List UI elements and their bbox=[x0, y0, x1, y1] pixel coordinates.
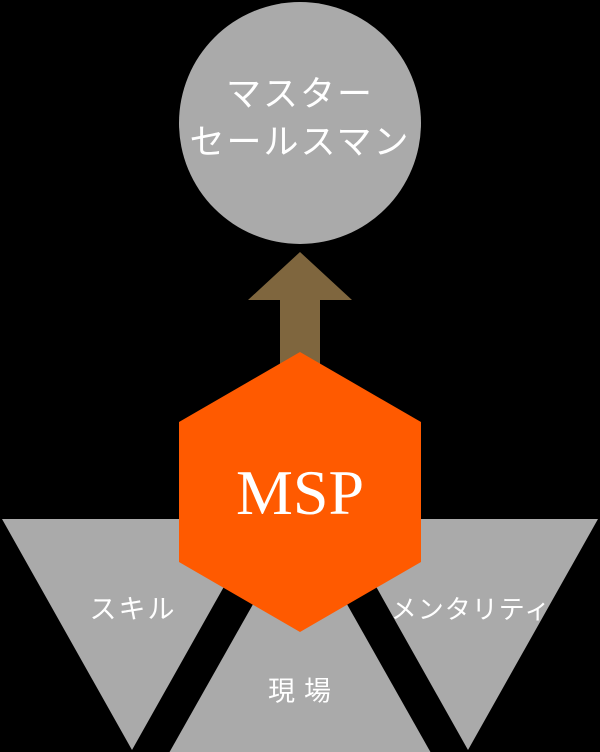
skill-label: スキル bbox=[89, 594, 177, 625]
mentality-triangle bbox=[338, 519, 598, 750]
msp-core-label: MSP bbox=[235, 457, 365, 528]
master-salesman-line1: マスター bbox=[225, 75, 375, 114]
field-triangle bbox=[169, 521, 431, 752]
up-arrow-icon bbox=[248, 252, 352, 366]
master-salesman-label: マスター セールスマン bbox=[190, 71, 411, 167]
field-label: 現場 bbox=[268, 676, 340, 707]
skill-triangle bbox=[2, 519, 262, 750]
msp-hexagon bbox=[179, 352, 421, 632]
mentality-label: メンタリティ bbox=[390, 595, 552, 625]
master-salesman-line2: セールスマン bbox=[189, 123, 411, 162]
master-salesman-circle bbox=[179, 2, 421, 244]
